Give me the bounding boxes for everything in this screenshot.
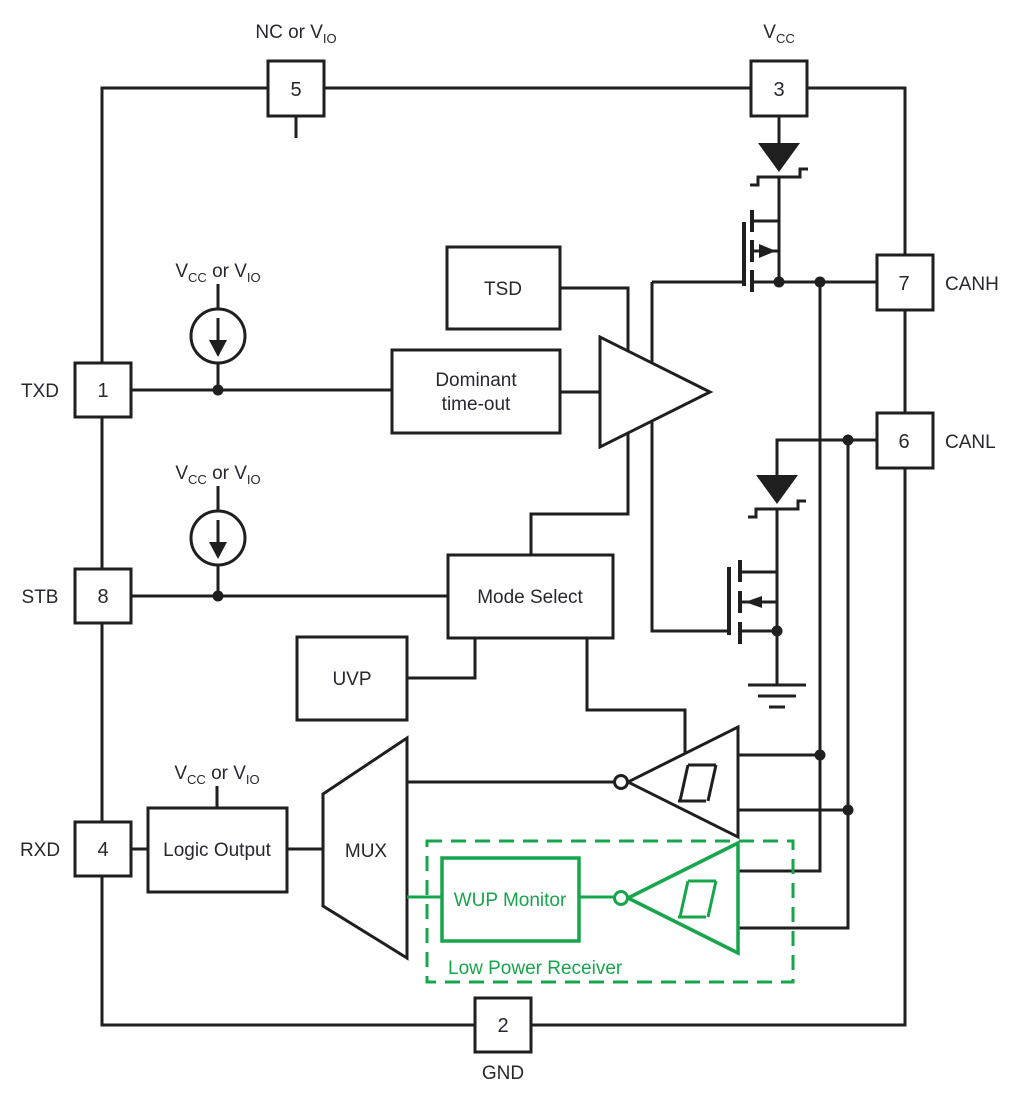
- rxd-pin-label: RXD: [20, 840, 60, 861]
- junction-dot: [773, 276, 785, 288]
- logic-output-block-label: Logic Output: [163, 840, 271, 861]
- pin-3: 3: [749, 59, 809, 118]
- current-source-arrow-head: [209, 542, 227, 559]
- current-source-stb: [189, 509, 247, 567]
- mosfet-high-body-arrow: [759, 244, 776, 258]
- blocks: [146, 245, 615, 961]
- pin-box: [875, 253, 935, 312]
- vcc-label: VCC: [763, 22, 794, 46]
- pin-8: 8: [73, 567, 133, 625]
- pin-6: 6: [875, 411, 935, 470]
- dominant-timeout-label-line1: Dominant: [435, 370, 517, 391]
- wires: [130, 116, 877, 930]
- modeselect-enable-wire: [585, 638, 687, 753]
- gate-tie-wire: [650, 282, 729, 633]
- pin-5: 5: [266, 59, 326, 118]
- low-power-receiver-label: Low Power Receiver: [448, 958, 623, 979]
- pin-1: 1: [73, 361, 133, 419]
- low-power-receiver-dashed-box: [425, 839, 795, 984]
- dominant-timeout-label-line2: time-out: [442, 394, 511, 415]
- junction-dot: [814, 749, 826, 761]
- dominant-timeout-block: [390, 348, 562, 435]
- main-receiver: [613, 724, 740, 840]
- low-power-invert-bubble: [613, 890, 629, 906]
- outer-box: [100, 86, 907, 1027]
- pin-box: [73, 361, 133, 419]
- pin-box: [266, 59, 326, 118]
- canh-sense-drop-wire: [738, 282, 822, 873]
- mux-block-label: MUX: [345, 841, 388, 862]
- zener-high-cathode-bar: [750, 167, 808, 187]
- uvp-block-label: UVP: [332, 669, 371, 690]
- pin-number: 2: [497, 1015, 508, 1037]
- stb-pin-label: STB: [22, 587, 59, 608]
- junction-dot: [842, 804, 854, 816]
- receiver-invert-bubble: [613, 774, 629, 790]
- current-source-arrow-head: [209, 340, 227, 357]
- canl-row-wire: [775, 438, 877, 475]
- mode-select-block: [446, 553, 615, 640]
- txd-pin-label: TXD: [21, 381, 59, 402]
- canl-pin-label: CANL: [945, 432, 996, 453]
- driver-amplifier-triangle: [598, 334, 714, 450]
- pin-number: 4: [97, 839, 108, 861]
- pin-number: 8: [97, 586, 108, 608]
- zener-diode-high: [750, 143, 808, 187]
- zener-low-anode-triangle: [756, 475, 798, 504]
- tsd-block: [445, 245, 562, 331]
- junction-dot: [814, 276, 826, 288]
- mux-block: [321, 735, 409, 961]
- pin-box: [73, 567, 133, 625]
- mosfet-high-side: [742, 210, 776, 292]
- uvp-block: [295, 635, 409, 722]
- zener-high-anode-triangle: [758, 143, 800, 172]
- pin-4: 4: [73, 820, 133, 878]
- junction-dot: [771, 625, 783, 637]
- junction-dots: [212, 276, 854, 816]
- pin-number: 3: [773, 79, 784, 101]
- zener-low-cathode-bar: [748, 499, 806, 519]
- pin-number: 6: [898, 431, 909, 453]
- ground-symbol: [748, 683, 806, 709]
- vcc-or-vio-label-stb: VCC or VIO: [175, 463, 260, 487]
- vcc-or-vio-label-logic: VCC or VIO: [174, 763, 259, 787]
- logic-output-block: [146, 806, 289, 894]
- pin-box: [73, 820, 133, 878]
- pin-number: 5: [290, 79, 301, 101]
- wup-monitor-block: [440, 856, 581, 943]
- current-source-circle: [189, 509, 247, 567]
- zener-diode-low: [748, 475, 806, 519]
- canh-pin-label: CANH: [945, 274, 999, 295]
- mosfet-low-side: [727, 560, 762, 644]
- pin-number: 1: [97, 380, 108, 402]
- pin-box: [473, 996, 533, 1054]
- outer-box-edge: [100, 86, 907, 1027]
- receiver-hysteresis-icon: [678, 763, 718, 803]
- current-source-circle: [189, 307, 247, 365]
- junction-dot: [842, 434, 854, 446]
- uvp-modeselect-wire: [407, 638, 477, 680]
- vcc-or-vio-label-txd: VCC or VIO: [175, 261, 260, 285]
- mode-select-block-label: Mode Select: [477, 587, 583, 608]
- gnd-pin-label: GND: [482, 1063, 524, 1084]
- canl-sense-drop-wire: [738, 440, 850, 930]
- pin-7: 7: [875, 253, 935, 312]
- pin-number: 7: [898, 273, 909, 295]
- pin-2: 2: [473, 996, 533, 1054]
- nc-or-vio-label: NC or VIO: [255, 22, 336, 46]
- mosfet-low-body-arrow: [745, 596, 762, 608]
- low-power-hysteresis-icon: [678, 879, 718, 919]
- tsd-block-label: TSD: [484, 279, 522, 300]
- junction-dot: [212, 384, 224, 396]
- junction-dot: [212, 590, 224, 602]
- current-source-txd: [189, 307, 247, 365]
- pin-box: [749, 59, 809, 118]
- low-power-receiver-section: [407, 839, 795, 984]
- pin-box: [875, 411, 935, 470]
- tsd-modeselect-wire: [529, 286, 630, 555]
- ground-bars: [748, 683, 806, 709]
- wup-monitor-block-label: WUP Monitor: [454, 890, 567, 911]
